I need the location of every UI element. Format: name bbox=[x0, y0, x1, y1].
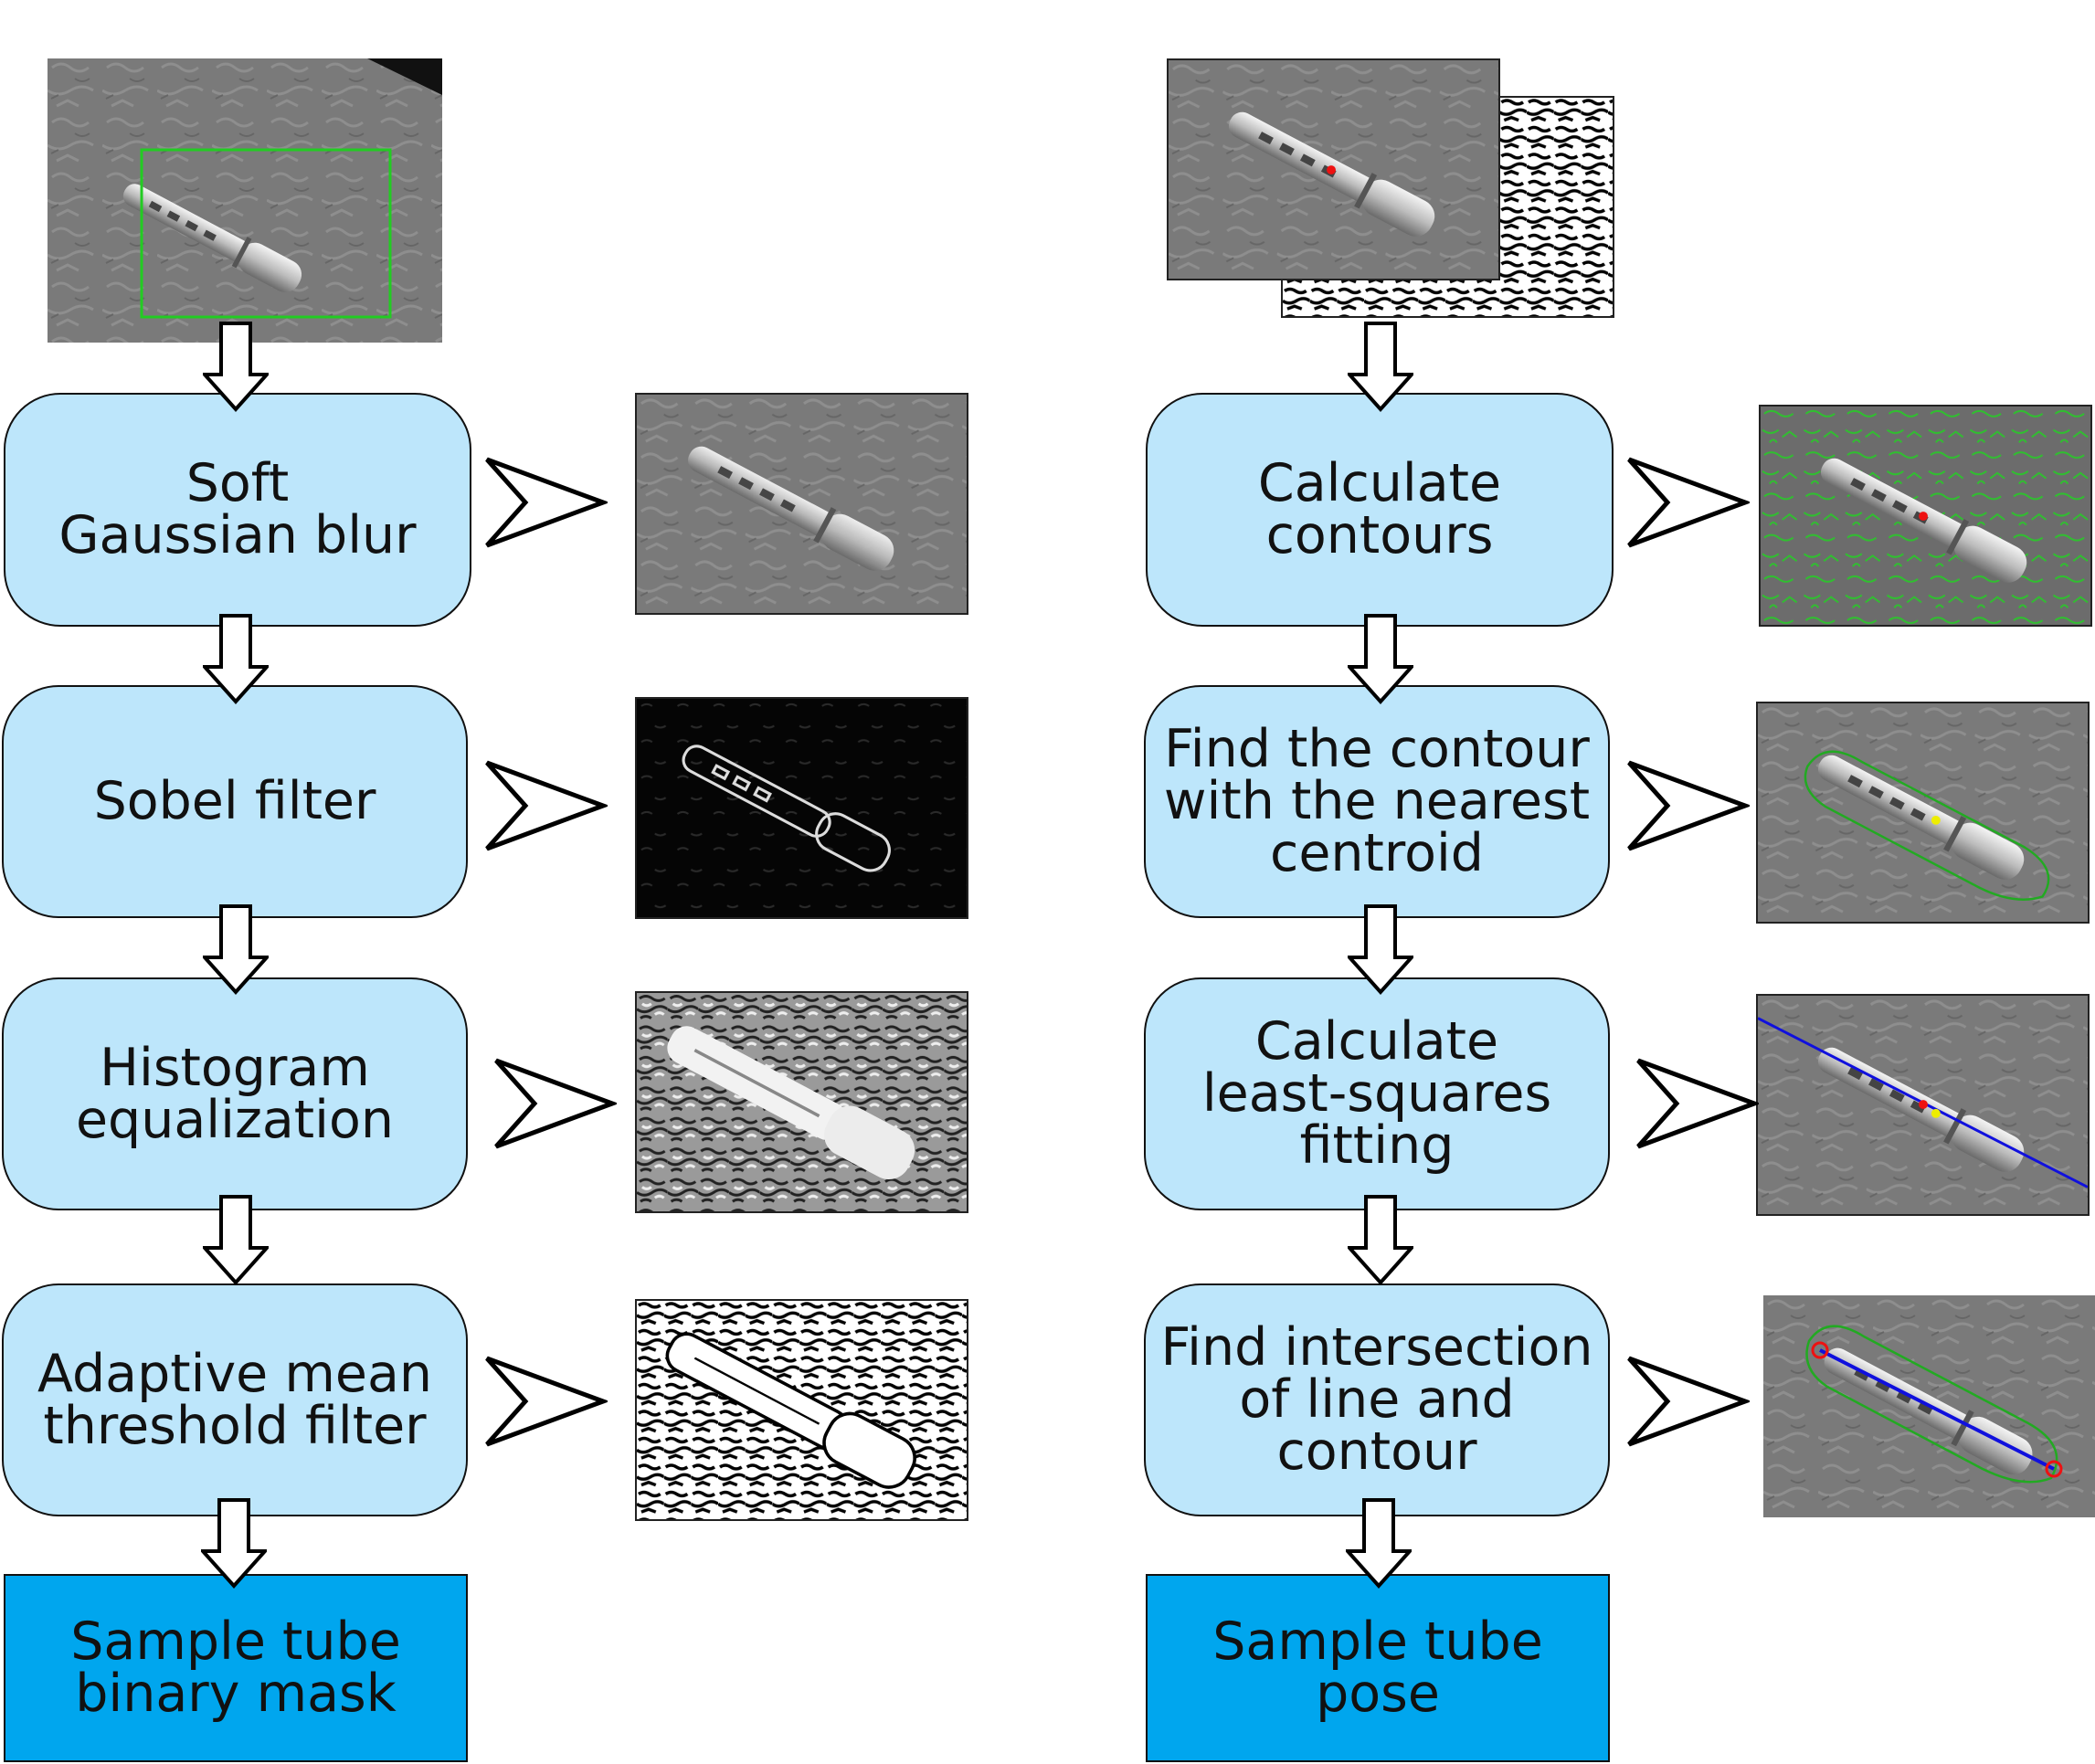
input-image-stacked bbox=[1167, 58, 1500, 280]
down-arrow bbox=[1348, 904, 1413, 995]
output-label-line: Sample tube bbox=[1212, 1611, 1543, 1672]
right-arrow bbox=[494, 1058, 617, 1149]
down-arrow bbox=[203, 322, 269, 412]
step-calculate-contours: Calculate contours bbox=[1146, 393, 1614, 627]
output-binary-mask: Sample tube binary mask bbox=[4, 1574, 468, 1762]
step-label-line: least-squares bbox=[1201, 1063, 1552, 1124]
output-tube-pose: Sample tube pose bbox=[1146, 1574, 1610, 1762]
right-arrow bbox=[1636, 1058, 1759, 1149]
step-label-line: contours bbox=[1265, 505, 1494, 565]
step-label-line: Calculate bbox=[1257, 453, 1502, 513]
step-label-line: Find the contour bbox=[1164, 719, 1590, 779]
step-sobel-filter: Sobel filter bbox=[2, 685, 468, 918]
step-label-line: equalization bbox=[75, 1089, 394, 1150]
step-label-line: of line and bbox=[1239, 1369, 1515, 1430]
step-label-line: Calculate bbox=[1254, 1011, 1499, 1072]
down-arrow bbox=[1348, 614, 1413, 704]
step-label-line: Sobel filter bbox=[93, 771, 376, 831]
equalized-image bbox=[635, 991, 968, 1213]
step-label-line: contour bbox=[1276, 1421, 1477, 1482]
right-arrow bbox=[1627, 457, 1750, 548]
step-label-line: fitting bbox=[1299, 1115, 1455, 1176]
output-label-line: binary mask bbox=[75, 1664, 397, 1724]
down-arrow bbox=[203, 614, 269, 704]
right-arrow bbox=[485, 760, 608, 851]
blurred-image bbox=[635, 393, 968, 615]
sobel-image bbox=[635, 697, 968, 919]
nearest-contour-image bbox=[1756, 702, 2090, 924]
least-squares-image bbox=[1756, 994, 2090, 1216]
step-gaussian-blur: Soft Gaussian blur bbox=[4, 393, 471, 627]
right-arrow bbox=[1627, 760, 1750, 851]
step-label-line: Adaptive mean bbox=[37, 1343, 433, 1404]
step-label-line: with the nearest bbox=[1163, 771, 1591, 831]
down-arrow bbox=[201, 1498, 267, 1589]
right-arrow bbox=[485, 457, 608, 548]
down-arrow bbox=[203, 904, 269, 995]
roi-box bbox=[140, 148, 392, 319]
step-histogram-equalization: Histogram equalization bbox=[2, 977, 468, 1210]
step-nearest-centroid: Find the contour with the nearest centro… bbox=[1144, 685, 1610, 918]
step-label-line: Soft bbox=[185, 453, 290, 513]
contours-image bbox=[1759, 405, 2092, 627]
step-label-line: Histogram bbox=[100, 1037, 370, 1098]
output-label-line: pose bbox=[1316, 1664, 1440, 1724]
down-arrow bbox=[1346, 1498, 1412, 1589]
step-least-squares: Calculate least-squares fitting bbox=[1144, 977, 1610, 1210]
step-adaptive-threshold: Adaptive mean threshold filter bbox=[2, 1283, 468, 1516]
down-arrow bbox=[1348, 1195, 1413, 1285]
input-camera-image bbox=[48, 58, 442, 343]
step-label-line: threshold filter bbox=[43, 1395, 427, 1456]
threshold-image bbox=[635, 1299, 968, 1521]
step-label-line: Gaussian blur bbox=[58, 505, 417, 565]
right-arrow bbox=[1627, 1356, 1750, 1447]
down-arrow bbox=[1348, 322, 1413, 412]
step-label-line: Find intersection bbox=[1160, 1317, 1593, 1378]
output-label-line: Sample tube bbox=[70, 1611, 401, 1672]
step-label-line: centroid bbox=[1270, 823, 1484, 883]
step-intersection: Find intersection of line and contour bbox=[1144, 1283, 1610, 1516]
down-arrow bbox=[203, 1195, 269, 1285]
intersection-image bbox=[1763, 1295, 2095, 1517]
right-arrow bbox=[485, 1356, 608, 1447]
